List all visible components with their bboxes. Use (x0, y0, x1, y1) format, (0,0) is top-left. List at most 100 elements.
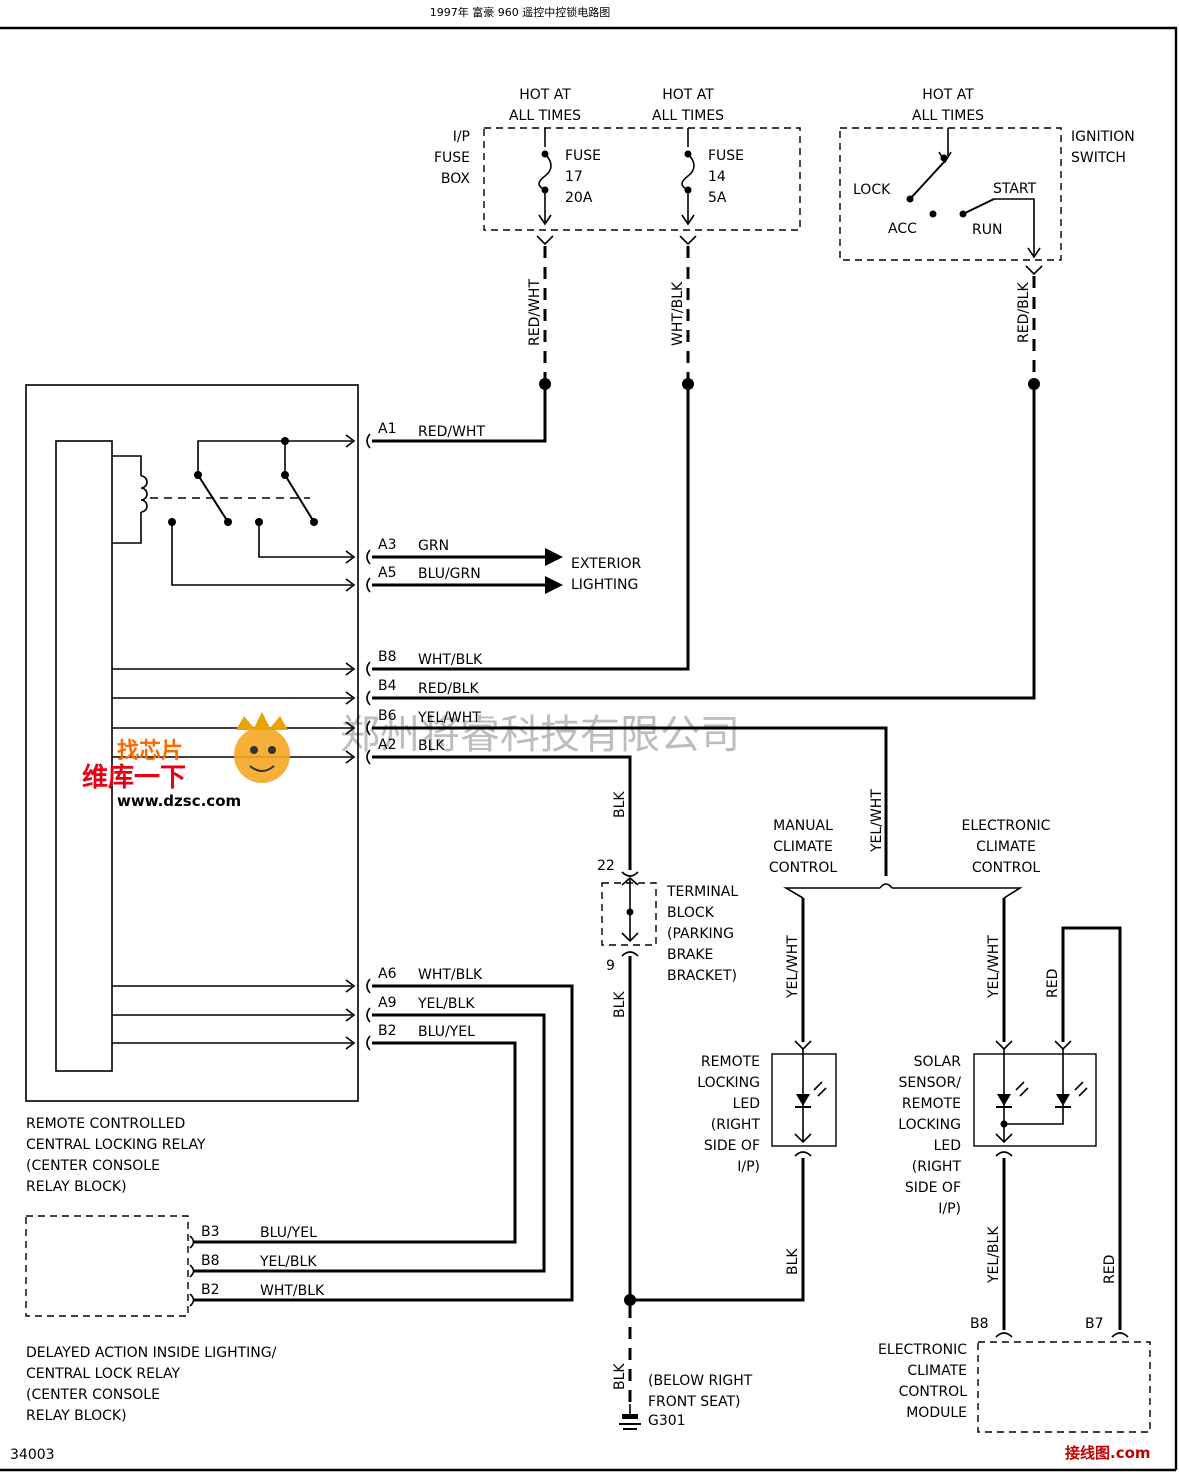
wire-blk-led-to-ground (630, 1158, 805, 1302)
svg-text:HOT AT: HOT AT (662, 87, 714, 103)
fuse14-connector (679, 235, 697, 246)
splice-red-wht (539, 378, 551, 390)
remote-locking-led-box (771, 1053, 837, 1147)
svg-text:维库一下: 维库一下 (82, 762, 186, 793)
label-delayed-wht-blk: WHT/BLK (260, 1283, 325, 1299)
hot-at-all-times-17: HOT AT ALL TIMES (509, 87, 581, 124)
svg-text:BRAKE: BRAKE (667, 947, 713, 963)
hot-at-all-times-14: HOT AT ALL TIMES (652, 87, 724, 124)
label-wht-blk-vertical: WHT/BLK (670, 281, 686, 346)
label-a9-yel-blk: YEL/BLK (417, 996, 475, 1012)
svg-text:CENTRAL LOCKING RELAY: CENTRAL LOCKING RELAY (26, 1137, 206, 1153)
svg-text:HOT AT: HOT AT (519, 87, 571, 103)
svg-text:REMOTE: REMOTE (701, 1054, 760, 1070)
switch-pos-start: START (993, 181, 1037, 197)
svg-text:ALL TIMES: ALL TIMES (652, 108, 724, 124)
pin-a2: A2 (378, 737, 396, 753)
wire-red-upper (1061, 926, 1122, 1330)
pin-b8: B8 (378, 649, 397, 665)
wire-b4-red-blk (372, 390, 1036, 700)
terminal-pin-22: 22 (597, 858, 615, 874)
svg-text:TERMINAL: TERMINAL (666, 884, 738, 900)
svg-text:BLOCK: BLOCK (667, 905, 715, 921)
module-connector-curls (995, 1332, 1129, 1338)
fuse-17-icon (538, 128, 552, 226)
splice-wht-blk (682, 378, 694, 390)
svg-text:BRACKET): BRACKET) (667, 968, 737, 984)
relay-module-bar (55, 440, 113, 1072)
relay-label: REMOTE CONTROLLED CENTRAL LOCKING RELAY … (26, 1116, 206, 1195)
label-blk-ground-vertical: BLK (612, 1363, 628, 1390)
diagram-title: 1997年 富豪 960 遥控中控锁电路图 (430, 5, 610, 19)
figure-number: 34003 (10, 1447, 55, 1463)
delayed-pin-b8: B8 (201, 1253, 220, 1269)
ground-icon (619, 1404, 641, 1430)
solar-sensor-led-icon (995, 1040, 1088, 1157)
ip-fuse-box (483, 127, 801, 231)
svg-text:(RIGHT: (RIGHT (711, 1117, 761, 1133)
arrow-a3-icon (545, 548, 563, 566)
remote-locking-led-icon (794, 1040, 827, 1157)
pin-a5: A5 (378, 565, 396, 581)
svg-text:ALL TIMES: ALL TIMES (509, 108, 581, 124)
solar-sensor-box (973, 1053, 1097, 1147)
label-blk-a2-vertical: BLK (612, 791, 628, 818)
label-red-wht-vertical: RED/WHT (527, 279, 543, 346)
remote-locking-led-label: REMOTE LOCKING LED (RIGHT SIDE OF I/P) (697, 1054, 760, 1175)
svg-text:I/P): I/P) (938, 1201, 961, 1217)
svg-text:www.dzsc.com: www.dzsc.com (117, 792, 241, 810)
svg-text:FRONT SEAT): FRONT SEAT) (648, 1394, 741, 1410)
label-yel-wht-b6-vertical: YEL/WHT (869, 789, 885, 853)
terminal-block-icon (621, 871, 639, 957)
svg-text:17: 17 (565, 169, 583, 185)
pin-b4: B4 (378, 678, 397, 694)
svg-text:MANUAL: MANUAL (773, 818, 833, 834)
terminal-pin-9: 9 (606, 958, 615, 974)
svg-text:REMOTE CONTROLLED: REMOTE CONTROLLED (26, 1116, 185, 1132)
svg-text:LOCKING: LOCKING (898, 1117, 961, 1133)
label-yel-wht-manual-vertical: YEL/WHT (785, 935, 801, 999)
switch-pos-acc: ACC (888, 221, 917, 237)
svg-text:HOT AT: HOT AT (922, 87, 974, 103)
svg-text:MODULE: MODULE (906, 1405, 967, 1421)
module-label: ELECTRONIC CLIMATE CONTROL MODULE (878, 1342, 967, 1421)
terminal-block-box (601, 882, 657, 946)
svg-text:LOCKING: LOCKING (697, 1075, 760, 1091)
label-red-blk-vertical: RED/BLK (1016, 282, 1032, 343)
svg-text:SOLAR: SOLAR (914, 1054, 962, 1070)
corner-logo: 接线图.com (1065, 1444, 1151, 1462)
wire-a2-blk (372, 755, 632, 870)
svg-text:(CENTER CONSOLE: (CENTER CONSOLE (26, 1387, 160, 1403)
label-yel-wht-electronic-vertical: YEL/WHT (986, 935, 1002, 999)
svg-text:LED: LED (733, 1096, 760, 1112)
svg-text:SENSOR/: SENSOR/ (898, 1075, 961, 1091)
central-locking-relay-box (25, 384, 359, 1102)
svg-text:FUSE: FUSE (434, 150, 470, 166)
svg-text:SIDE OF: SIDE OF (905, 1180, 961, 1196)
pin-b2: B2 (378, 1023, 397, 1039)
label-a1-red-wht: RED/WHT (418, 424, 485, 440)
wire-b2-blu-yel (194, 1041, 517, 1244)
label-a3-grn: GRN (418, 538, 449, 554)
wire-a6-wht-blk (194, 984, 574, 1302)
label-red-lower-vertical: RED (1102, 1255, 1118, 1284)
svg-text:(BELOW RIGHT: (BELOW RIGHT (648, 1373, 753, 1389)
delayed-pin-curls (189, 1235, 195, 1307)
svg-text:SIDE OF: SIDE OF (704, 1138, 760, 1154)
svg-text:FUSE: FUSE (565, 148, 601, 164)
ground-label: (BELOW RIGHT FRONT SEAT) G301 (648, 1373, 753, 1429)
svg-text:CLIMATE: CLIMATE (976, 839, 1036, 855)
hot-at-all-times-ignition: HOT AT ALL TIMES (912, 87, 984, 124)
delayed-pin-b3: B3 (201, 1224, 220, 1240)
delayed-pin-b2: B2 (201, 1282, 220, 1298)
pin-a3: A3 (378, 537, 396, 553)
svg-text:LED: LED (934, 1138, 961, 1154)
switch-pos-lock: LOCK (853, 182, 891, 198)
svg-text:找芯片: 找芯片 (117, 739, 183, 764)
wire-b6-yel-wht (372, 726, 888, 876)
ignition-switch-box (839, 127, 1062, 261)
svg-text:5A: 5A (708, 190, 727, 206)
pin-a9: A9 (378, 995, 396, 1011)
electronic-climate-control-module (977, 1341, 1151, 1433)
relay-pin-arrows (345, 433, 371, 1051)
